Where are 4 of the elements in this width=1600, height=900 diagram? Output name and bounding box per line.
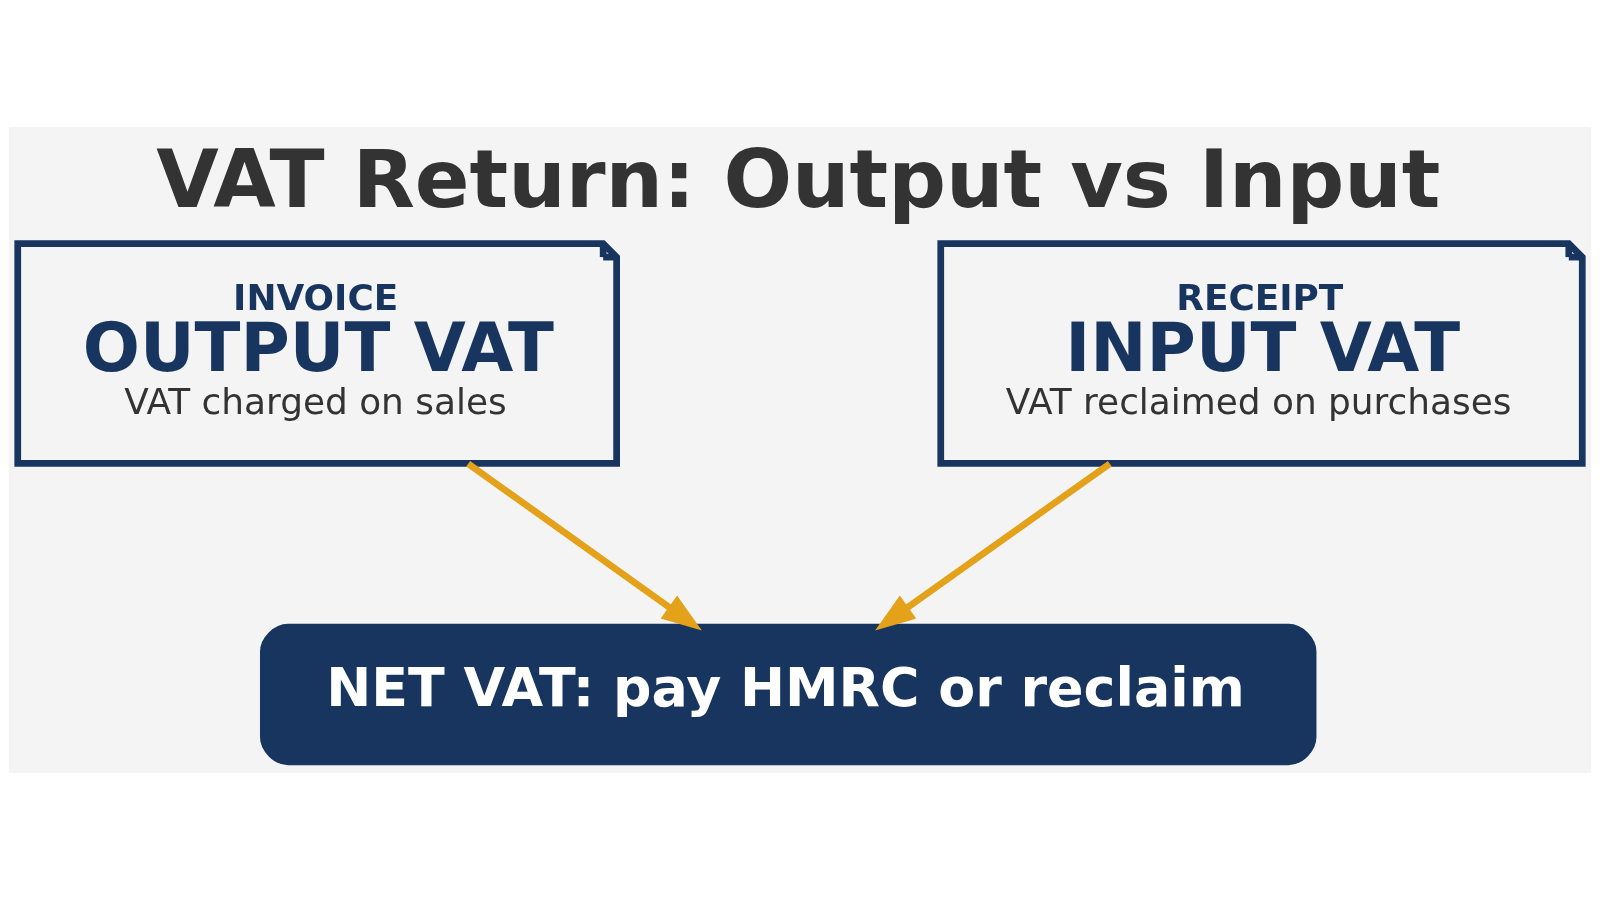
arrow [875,460,1112,631]
arrow [466,460,702,631]
node-box: NET VAT: pay HMRC or reclaim [260,623,1317,766]
diagram-title: VAT Return: Output vs Input [156,132,1441,227]
